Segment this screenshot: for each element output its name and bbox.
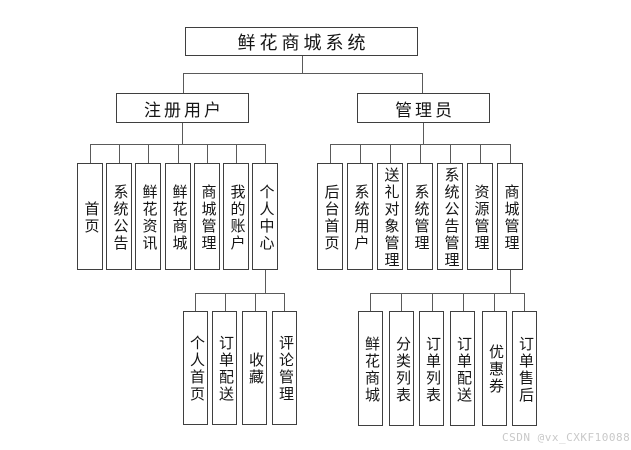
- node-order-aftersales: 订单售后: [512, 311, 537, 426]
- node-flower-mall: 鲜花商城: [165, 163, 191, 270]
- connector-user-drop-5: [207, 144, 208, 163]
- node-mall-management: 商城管理: [194, 163, 220, 270]
- connector-user-drop-3: [148, 144, 149, 163]
- connector-mall-drop-1: [370, 293, 371, 311]
- node-favorites: 收藏: [242, 311, 267, 425]
- node-personal-home: 个人首页: [183, 311, 208, 425]
- connector-mall-mgmt-stub: [510, 270, 511, 293]
- connector-admin-drop-1: [330, 144, 331, 163]
- connector-admin-drop-6: [480, 144, 481, 163]
- connector-admin-drop-7: [510, 144, 511, 163]
- node-admin: 管理员: [357, 93, 490, 123]
- node-home: 首页: [77, 163, 103, 270]
- connector-personal-drop-1: [195, 293, 196, 311]
- connector-user-drop-2: [119, 144, 120, 163]
- connector-mall-mgmt-rail: [370, 293, 525, 294]
- node-order-delivery: 订单配送: [212, 311, 237, 425]
- connector-personal-drop-3: [255, 293, 256, 311]
- connector-mall-drop-6: [524, 293, 525, 311]
- node-admin-order-delivery: 订单配送: [450, 311, 475, 426]
- node-my-account: 我的账户: [223, 163, 249, 270]
- node-gift-recipient-management: 送礼对象管理: [377, 163, 403, 270]
- connector-user-drop-6: [236, 144, 237, 163]
- connector-root-stub: [302, 55, 303, 74]
- connector-admin-drop-3: [390, 144, 391, 163]
- connector-user-stub: [182, 123, 183, 144]
- node-order-list: 订单列表: [419, 311, 444, 426]
- connector-mall-drop-3: [432, 293, 433, 311]
- connector-drop-registered-user: [183, 73, 184, 93]
- connector-user-drop-1: [90, 144, 91, 163]
- connector-admin-stub: [423, 123, 424, 144]
- connector-mall-drop-4: [463, 293, 464, 311]
- node-system-users: 系统用户: [347, 163, 373, 270]
- connector-personal-drop-4: [284, 293, 285, 311]
- node-flower-news: 鲜花资讯: [135, 163, 161, 270]
- node-category-list: 分类列表: [389, 311, 414, 426]
- connector-personal-drop-2: [225, 293, 226, 311]
- connector-mall-drop-2: [401, 293, 402, 311]
- connector-personal-center-rail: [195, 293, 285, 294]
- node-registered-user: 注册用户: [116, 93, 249, 123]
- connector-mall-drop-5: [494, 293, 495, 311]
- connector-drop-admin: [422, 73, 423, 93]
- node-system-management: 系统管理: [407, 163, 433, 270]
- node-coupon: 优惠券: [482, 311, 507, 426]
- node-backend-home: 后台首页: [317, 163, 343, 270]
- node-system-notice-management: 系统公告管理: [437, 163, 463, 270]
- node-comment-management: 评论管理: [272, 311, 297, 425]
- csdn-watermark: CSDN @vx_CXKF10088: [502, 431, 631, 444]
- node-admin-flower-mall: 鲜花商城: [358, 311, 383, 426]
- connector-admin-drop-4: [420, 144, 421, 163]
- connector-user-drop-7: [265, 144, 266, 163]
- connector-admin-drop-2: [360, 144, 361, 163]
- node-admin-mall-management: 商城管理: [497, 163, 523, 270]
- connector-admin-drop-5: [450, 144, 451, 163]
- node-personal-center: 个人中心: [252, 163, 278, 270]
- node-root-system: 鲜花商城系统: [185, 27, 418, 56]
- connector-user-drop-4: [178, 144, 179, 163]
- connector-personal-center-stub: [265, 270, 266, 293]
- node-system-notice: 系统公告: [106, 163, 132, 270]
- connector-root-rail: [183, 73, 423, 74]
- node-resource-management: 资源管理: [467, 163, 493, 270]
